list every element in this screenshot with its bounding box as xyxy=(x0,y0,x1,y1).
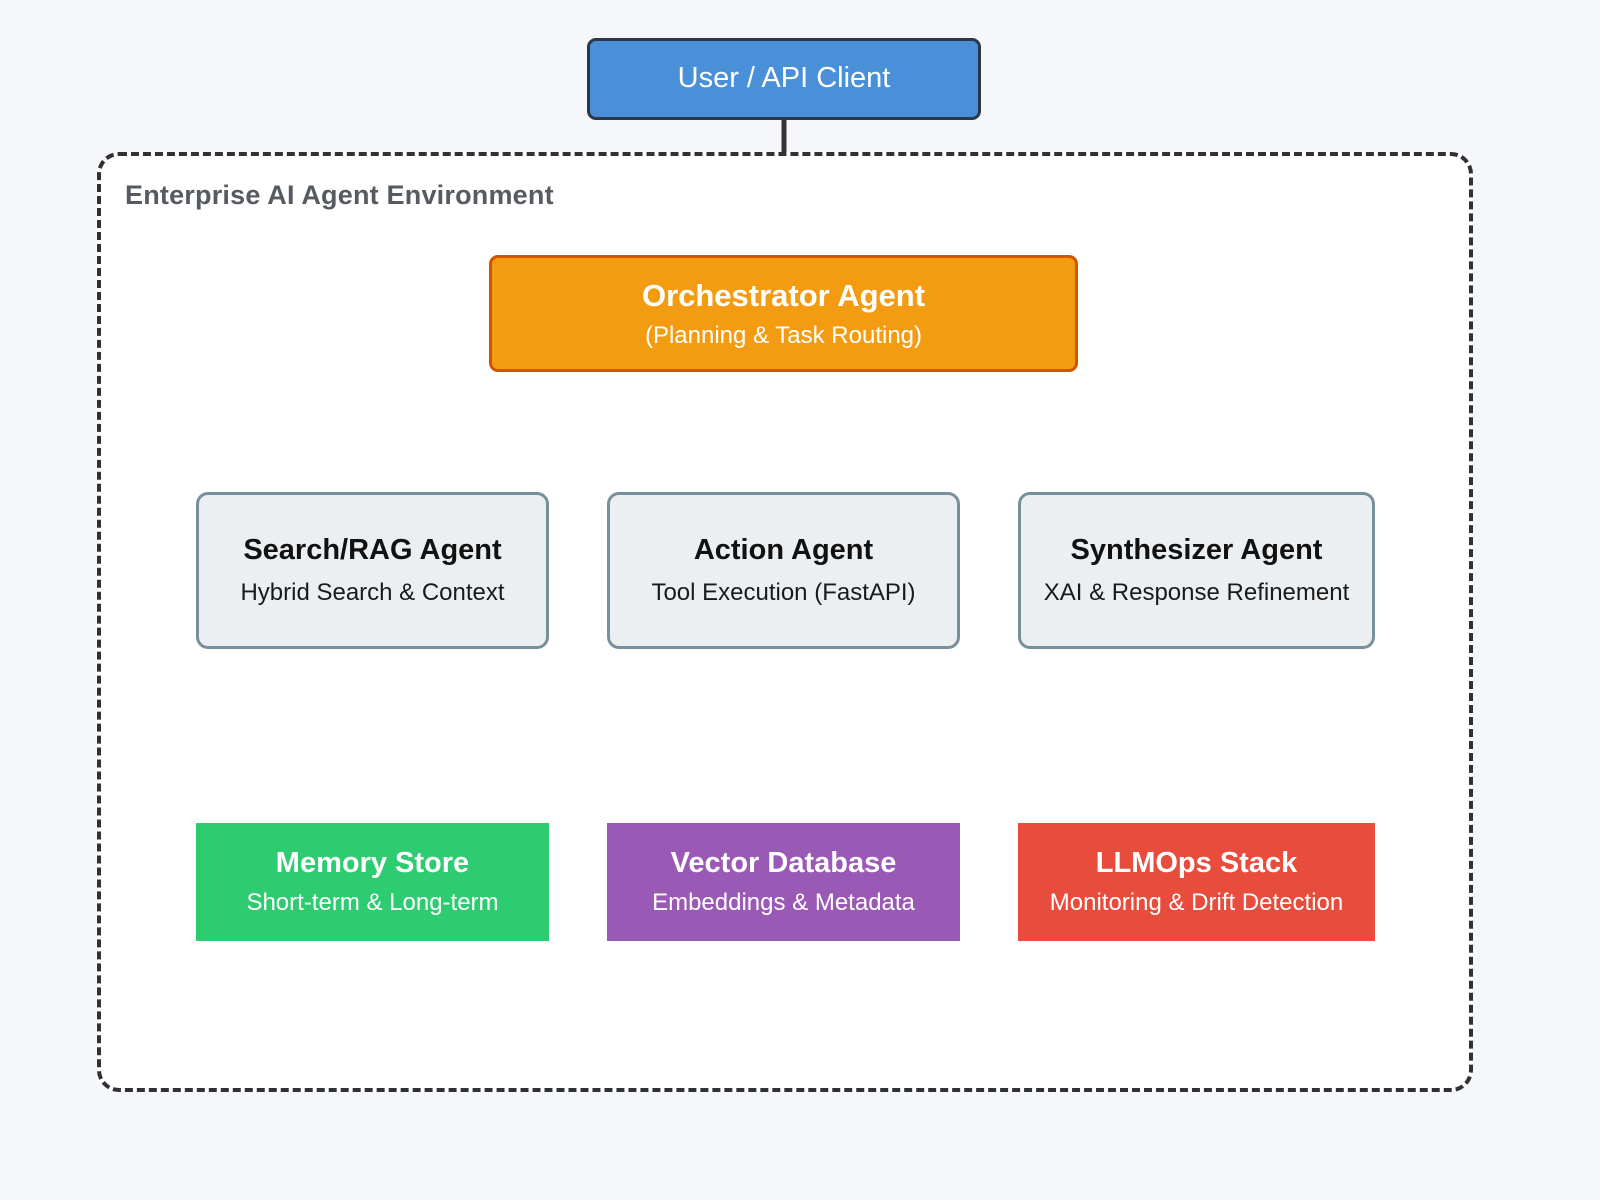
node-user-api-client-title: User / API Client xyxy=(677,62,891,95)
node-search-rag-agent-title: Search/RAG Agent xyxy=(243,534,502,567)
node-orchestrator-agent-title: Orchestrator Agent xyxy=(641,277,926,313)
node-synthesizer-agent-title: Synthesizer Agent xyxy=(1070,534,1323,567)
node-action-agent-title: Action Agent xyxy=(693,534,874,567)
node-synthesizer-agent-subtitle: XAI & Response Refinement xyxy=(1043,579,1350,607)
node-llmops-stack[interactable]: LLMOps Stack Monitoring & Drift Detectio… xyxy=(1018,823,1375,941)
node-vector-database-subtitle: Embeddings & Metadata xyxy=(652,889,915,917)
node-memory-store-title: Memory Store xyxy=(275,847,470,880)
node-vector-database-title: Vector Database xyxy=(670,847,897,880)
node-llmops-stack-subtitle: Monitoring & Drift Detection xyxy=(1049,889,1344,917)
node-search-rag-agent[interactable]: Search/RAG Agent Hybrid Search & Context xyxy=(196,492,549,649)
node-action-agent-subtitle: Tool Execution (FastAPI) xyxy=(651,579,916,607)
node-search-rag-agent-subtitle: Hybrid Search & Context xyxy=(240,579,505,607)
enterprise-environment-label: Enterprise AI Agent Environment xyxy=(125,180,554,210)
node-synthesizer-agent[interactable]: Synthesizer Agent XAI & Response Refinem… xyxy=(1018,492,1375,649)
node-vector-database[interactable]: Vector Database Embeddings & Metadata xyxy=(607,823,960,941)
node-orchestrator-agent[interactable]: Orchestrator Agent (Planning & Task Rout… xyxy=(489,255,1078,372)
node-orchestrator-agent-subtitle: (Planning & Task Routing) xyxy=(644,321,923,349)
node-llmops-stack-title: LLMOps Stack xyxy=(1095,847,1298,880)
node-memory-store-subtitle: Short-term & Long-term xyxy=(246,889,499,917)
node-memory-store[interactable]: Memory Store Short-term & Long-term xyxy=(196,823,549,941)
node-user-api-client[interactable]: User / API Client xyxy=(587,38,981,120)
node-action-agent[interactable]: Action Agent Tool Execution (FastAPI) xyxy=(607,492,960,649)
